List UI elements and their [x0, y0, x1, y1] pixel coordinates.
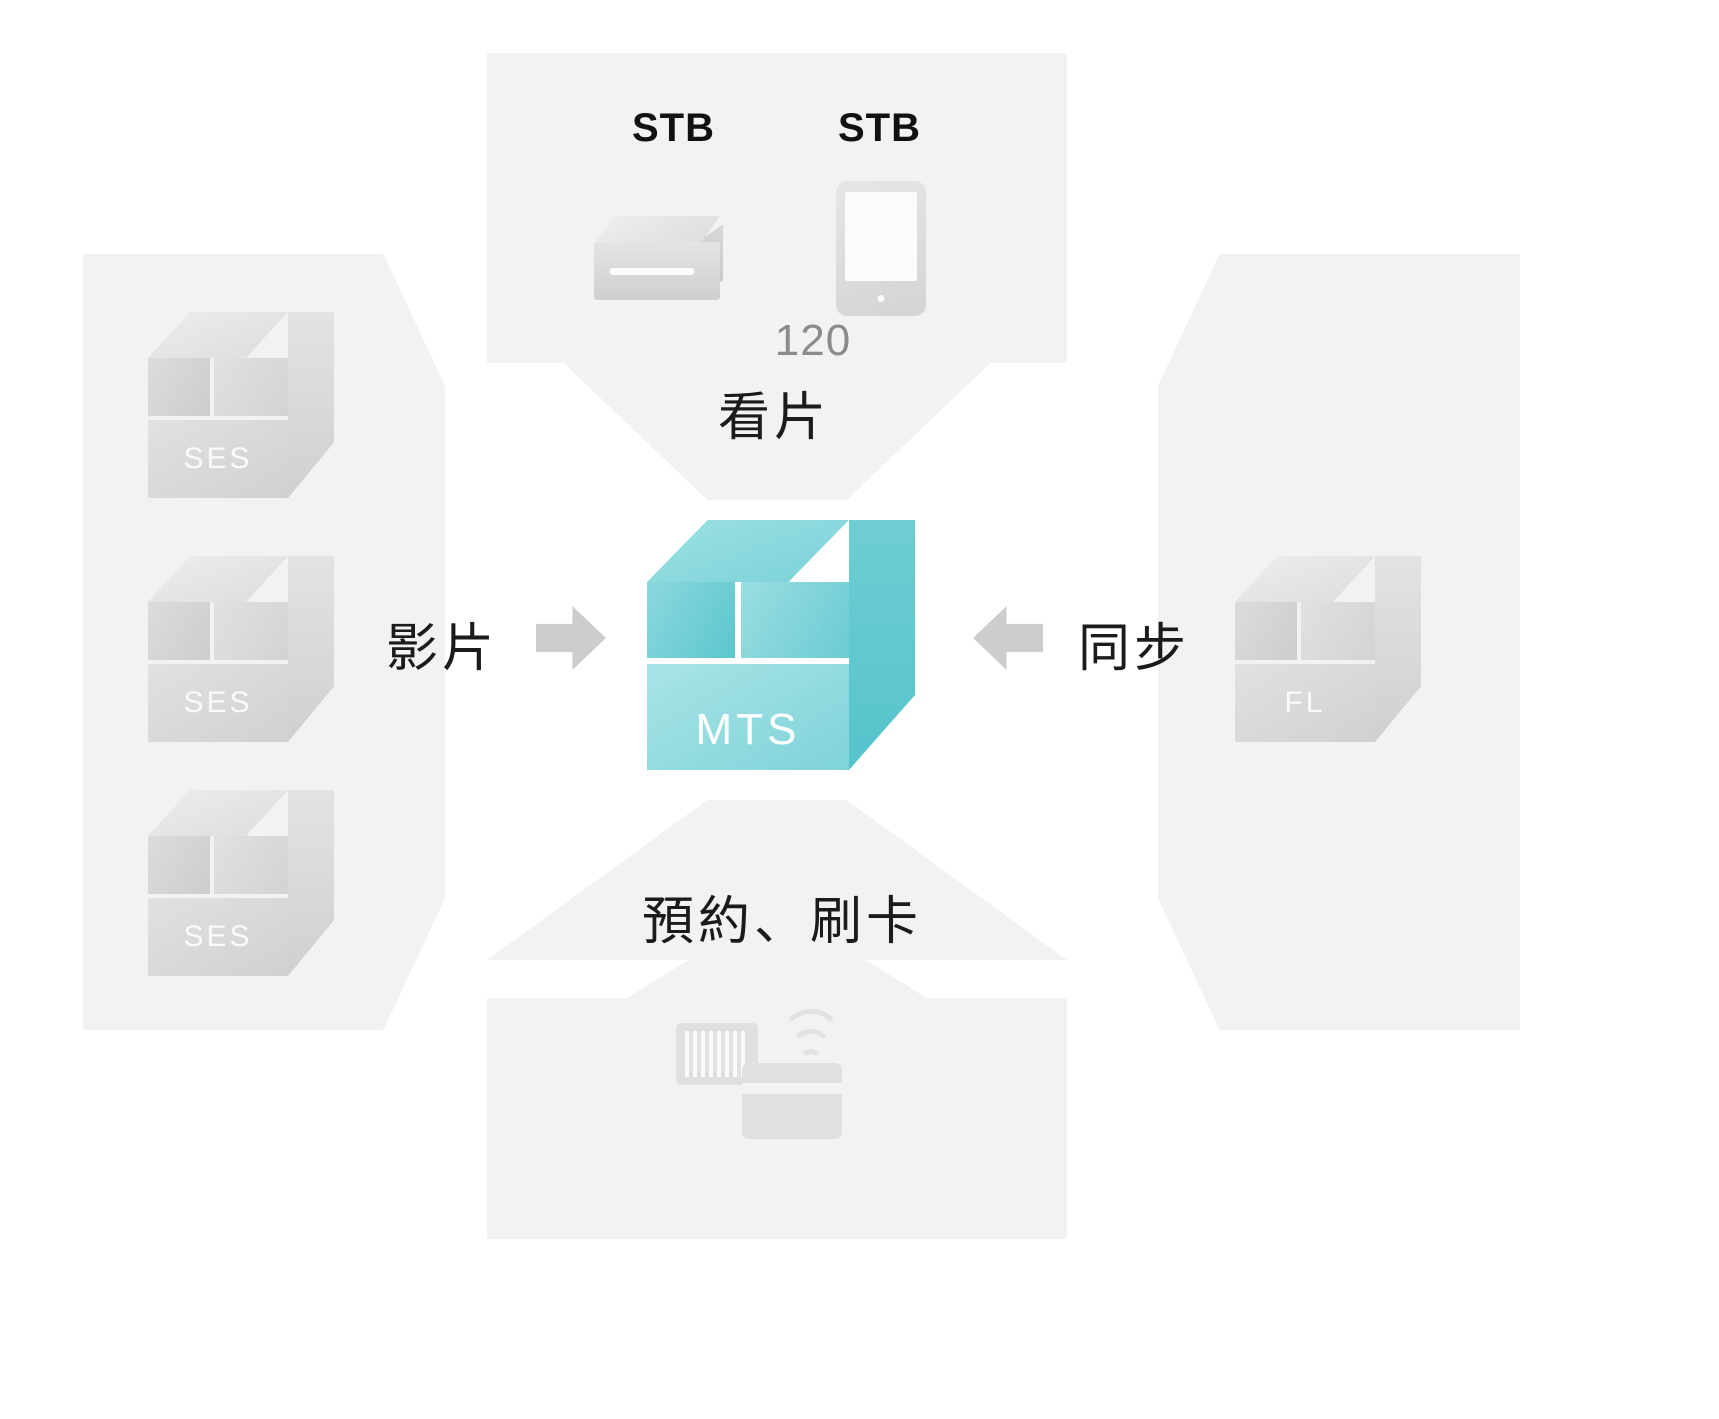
nfc-wave-icon	[774, 1009, 848, 1075]
cube-panel-1	[1235, 602, 1297, 660]
barcode-bars	[685, 1031, 749, 1077]
flow-label-viewing: 看片	[718, 388, 831, 448]
cube-side	[288, 556, 334, 742]
cube-side	[288, 312, 334, 498]
cube-panel-3: SES	[148, 898, 288, 976]
cube-top	[148, 312, 288, 358]
arrow-right-icon	[536, 606, 606, 670]
flow-label-content: 影片	[386, 619, 499, 679]
cube-face: MTS	[647, 582, 849, 770]
tablet-screen	[845, 192, 917, 281]
cube-panel-1	[148, 358, 210, 416]
cube-top	[148, 556, 288, 602]
cube-face: SES	[148, 358, 288, 498]
nfc-wave-middle	[789, 1029, 833, 1073]
flow-label-booking: 預約、刷卡	[642, 892, 923, 952]
cube-side	[288, 790, 334, 976]
cube-panel-2	[1301, 602, 1375, 660]
node-label: SES	[183, 686, 253, 719]
stb-box-label: STB	[632, 106, 715, 150]
stb-box-top	[594, 216, 720, 244]
node-label: SES	[183, 920, 253, 953]
cube-panel-1	[148, 602, 210, 660]
nfc-wave-outer	[779, 1009, 843, 1073]
node-label: SES	[183, 442, 253, 475]
cube-top	[148, 790, 288, 836]
cube-face: FL	[1235, 602, 1375, 742]
tablet-home-button	[877, 295, 885, 302]
credit-card-icon	[742, 1063, 842, 1139]
cube-panel-3: FL	[1235, 664, 1375, 742]
node-label: MTS	[695, 704, 801, 754]
cube-panel-1	[148, 836, 210, 894]
tablet-icon	[836, 181, 926, 316]
node-mts: MTS	[647, 520, 915, 770]
arrow-left-icon	[973, 606, 1043, 670]
set-top-box-icon	[594, 216, 740, 310]
payment-icon-group	[676, 1009, 876, 1142]
cube-panel-3: SES	[148, 664, 288, 742]
stb-tablet-label: STB	[838, 106, 921, 150]
node-ses-1: SES	[148, 312, 334, 498]
cube-top	[1235, 556, 1375, 602]
cube-panel-2	[214, 358, 288, 416]
nfc-wave-inner	[799, 1049, 823, 1073]
node-ses-3: SES	[148, 790, 334, 976]
cube-side	[1375, 556, 1421, 742]
node-label: FL	[1284, 686, 1326, 719]
viewing-count-label: 120	[774, 316, 852, 365]
cube-top	[647, 520, 849, 582]
stb-box-slot	[610, 268, 694, 275]
cube-side	[849, 520, 915, 770]
node-ses-2: SES	[148, 556, 334, 742]
cube-panel-2	[214, 602, 288, 660]
node-fl: FL	[1235, 556, 1421, 742]
flow-label-sync: 同步	[1078, 619, 1191, 679]
credit-card-stripe	[742, 1083, 842, 1094]
cube-panel-1	[647, 582, 735, 658]
cube-panel-3: SES	[148, 420, 288, 498]
cube-panel-2	[214, 836, 288, 894]
cube-panel-3: MTS	[647, 664, 849, 770]
cube-face: SES	[148, 602, 288, 742]
cube-face: SES	[148, 836, 288, 976]
cube-panel-2	[741, 582, 849, 658]
